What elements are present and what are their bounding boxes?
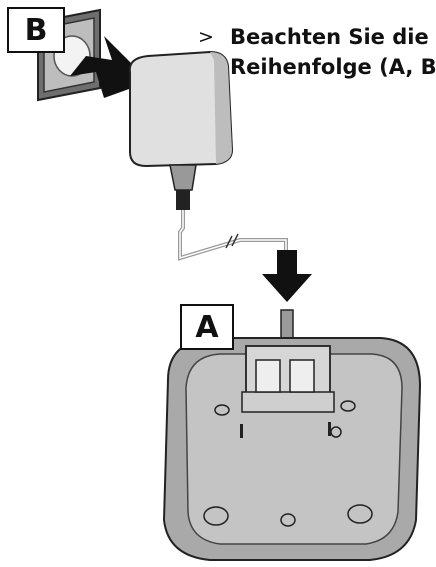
bullet-marker: > — [198, 26, 214, 48]
charging-base — [162, 337, 422, 561]
label-a: A — [180, 304, 234, 350]
instruction-line-2: Reihenfolge (A, B)! — [230, 55, 436, 79]
power-adapter — [128, 50, 234, 210]
label-b: B — [7, 7, 65, 53]
instruction-text: > Beachten Sie die Reihenfolge (A, B)! — [198, 22, 436, 82]
insert-arrow-icon — [70, 36, 132, 98]
instruction-line-1: Beachten Sie die — [230, 25, 429, 49]
down-arrow-icon — [262, 250, 312, 302]
power-cable — [178, 210, 288, 261]
